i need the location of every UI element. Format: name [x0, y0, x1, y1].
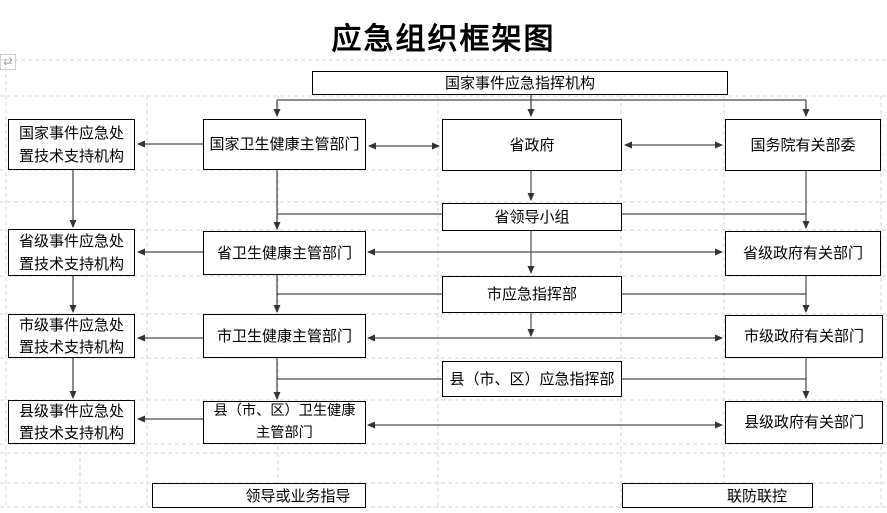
node-county-health-dept: 县（市、区）卫生健康主管部门: [203, 401, 366, 444]
node-provincial-government: 省政府: [442, 119, 622, 171]
node-provincial-tech-support: 省级事件应急处置技术支持机构: [8, 229, 135, 276]
node-provincial-leading-group: 省领导小组: [442, 203, 622, 231]
node-county-command: 县（市、区）应急指挥部: [442, 361, 622, 397]
diagram-title: 应急组织框架图: [331, 23, 556, 56]
node-provincial-gov-depts: 省级政府有关部门: [725, 231, 881, 276]
connectors-lead-left: [137, 140, 203, 423]
legend-lead-guidance: 领导或业务指导: [152, 483, 366, 508]
node-county-gov-depts: 县级政府有关部门: [725, 401, 883, 444]
connectors-top: [273, 95, 810, 117]
node-county-tech-support: 县级事件应急处置技术支持机构: [8, 400, 135, 444]
node-provincial-health-dept: 省卫生健康主管部门: [203, 231, 366, 275]
node-city-tech-support: 市级事件应急处置技术支持机构: [8, 314, 135, 358]
connectors-health-chain: [273, 170, 442, 400]
node-city-health-dept: 市卫生健康主管部门: [203, 314, 366, 358]
node-national-command: 国家事件应急指挥机构: [312, 71, 728, 95]
legend-joint-label: 联防联控: [727, 487, 788, 505]
table-handle-icon: ⇄: [0, 54, 16, 70]
legend-lead-label: 领导或业务指导: [245, 487, 351, 505]
node-national-health-dept: 国家卫生健康主管部门: [203, 119, 366, 170]
node-city-gov-depts: 市级政府有关部门: [725, 315, 883, 358]
node-state-council-depts: 国务院有关部委: [725, 119, 881, 171]
node-national-tech-support: 国家事件应急处置技术支持机构: [8, 119, 135, 170]
node-city-command: 市应急指挥部: [442, 276, 622, 313]
legend-joint-control: 联防联控: [622, 483, 813, 508]
